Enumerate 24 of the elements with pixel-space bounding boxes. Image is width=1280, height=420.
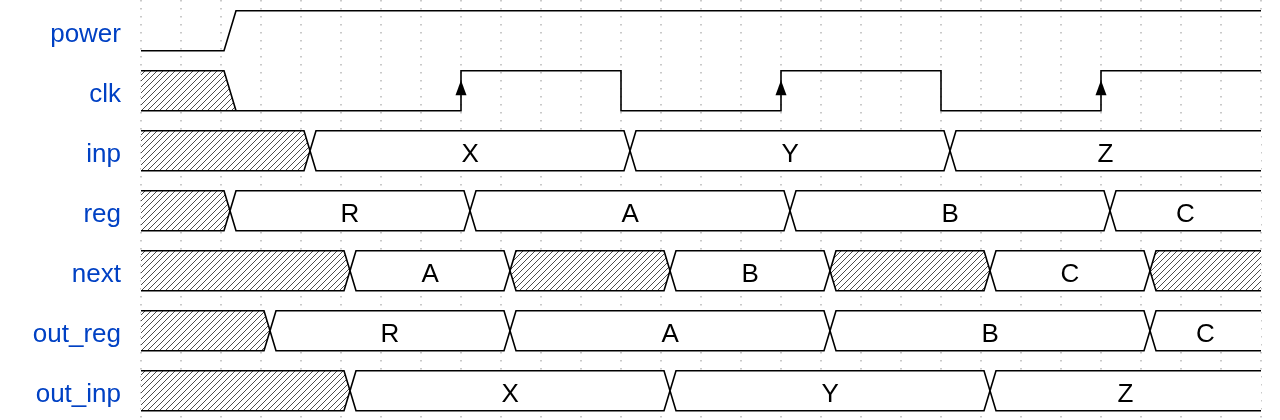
signal-name: out_inp bbox=[35, 377, 121, 408]
bus-value: R bbox=[340, 197, 360, 228]
bus-value: C bbox=[1060, 257, 1080, 288]
signal-name: power bbox=[50, 17, 121, 48]
bus-value: X bbox=[461, 137, 479, 168]
bus-value: Z bbox=[1117, 377, 1134, 408]
signal-name: inp bbox=[86, 137, 121, 168]
bus-value: A bbox=[661, 317, 679, 348]
bus-value: Y bbox=[781, 137, 799, 168]
bus-value: B bbox=[941, 197, 959, 228]
signal-name: out_reg bbox=[32, 317, 121, 348]
signal-name: reg bbox=[83, 197, 121, 228]
bus-value: B bbox=[741, 257, 759, 288]
bus-value: B bbox=[981, 317, 999, 348]
bus-value: X bbox=[501, 377, 519, 408]
bus-value: C bbox=[1196, 317, 1215, 348]
signal-name: next bbox=[71, 257, 121, 288]
bus-value: A bbox=[621, 197, 639, 228]
bus-value: Y bbox=[821, 377, 839, 408]
bus-value: R bbox=[380, 317, 400, 348]
bus-value: Z bbox=[1097, 137, 1114, 168]
bus-value: C bbox=[1176, 197, 1195, 228]
bus-value: A bbox=[421, 257, 439, 288]
signal-name: clk bbox=[89, 77, 121, 108]
